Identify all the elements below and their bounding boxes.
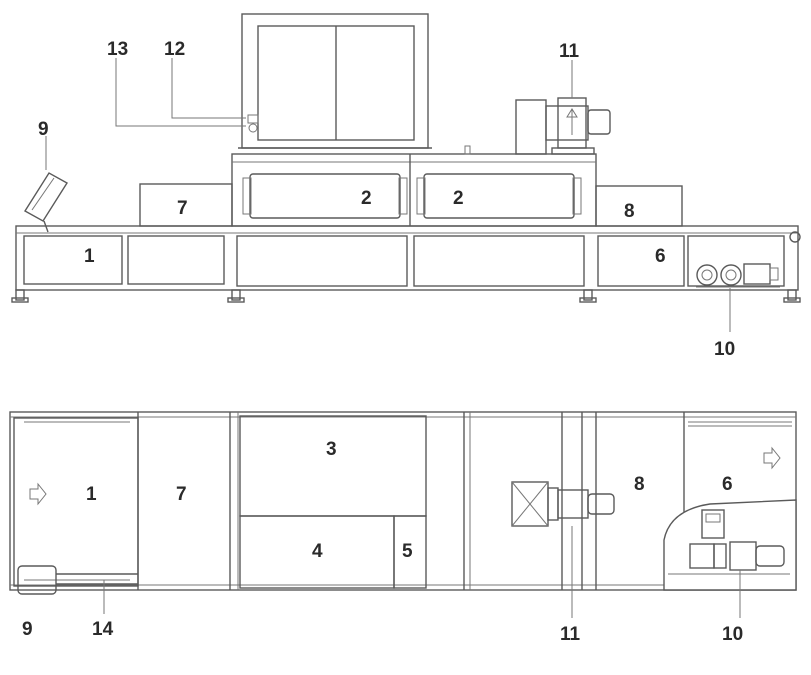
drive-gearbox <box>701 509 725 539</box>
label-9-plan: 9 <box>22 619 33 640</box>
label-1-side: 1 <box>84 246 95 267</box>
fan-motor-plan <box>587 493 615 515</box>
lamp-unit-2a-endcap-left <box>242 177 252 215</box>
plan-view: 1 3 4 5 6 7 8 9 10 11 14 <box>9 411 797 645</box>
pulley-left-hub <box>701 269 713 281</box>
feeder-hopper <box>24 172 68 222</box>
leg-1 <box>15 289 25 301</box>
flow-arrow-in-icon <box>29 482 47 506</box>
label-2b-side: 2 <box>453 188 464 209</box>
drive-motor-end <box>769 267 779 281</box>
leg-4 <box>787 289 797 301</box>
leader-13 <box>115 58 246 127</box>
leg-foot-2 <box>227 297 245 303</box>
label-10-side: 10 <box>714 339 735 360</box>
cover-8 <box>595 185 683 227</box>
leg-foot-3 <box>579 297 597 303</box>
chamber-post <box>464 145 471 155</box>
panel-feed-section <box>23 235 123 285</box>
panel-exit-section <box>597 235 685 287</box>
label-3-plan: 3 <box>326 439 337 460</box>
label-6-side: 6 <box>655 246 666 267</box>
flow-arrow-out-icon <box>763 446 781 470</box>
label-8-side: 8 <box>624 201 635 222</box>
chamber-frame <box>231 153 597 227</box>
fan-housing <box>515 99 547 155</box>
label-1-plan: 1 <box>86 484 97 505</box>
feeder-plan <box>17 565 57 595</box>
label-9-side: 9 <box>38 119 49 140</box>
drive-gearbox-top <box>705 513 721 523</box>
leg-foot-1 <box>11 297 29 303</box>
leg-2 <box>231 289 241 301</box>
pulley-left <box>696 264 718 286</box>
feed-belt-section <box>13 417 139 587</box>
lamp-box-3 <box>239 415 427 517</box>
fan-flange <box>547 487 559 521</box>
fan-arrow-head <box>566 108 578 118</box>
label-5-plan: 5 <box>402 541 413 562</box>
control-cabinet <box>241 13 429 149</box>
fan-body <box>545 105 589 141</box>
leg-3 <box>583 289 593 301</box>
panel-pre-section <box>127 235 225 285</box>
label-10-plan: 10 <box>722 624 743 645</box>
feeder-stand <box>43 220 49 233</box>
drive-motor-end-plan <box>755 545 785 567</box>
module-5 <box>393 515 427 589</box>
indicator-12 <box>247 114 259 124</box>
end-roller <box>789 231 801 243</box>
leader-12 <box>171 58 246 119</box>
pulley-right-hub <box>725 269 737 281</box>
label-11-plan: 11 <box>560 624 581 645</box>
label-2a-side: 2 <box>361 188 372 209</box>
side-view: 1 2 2 6 7 8 9 10 11 12 13 <box>11 13 801 360</box>
drive-coupling <box>713 543 727 569</box>
pulley-right <box>720 264 742 286</box>
lamp-unit-2b-endcap-left <box>416 177 426 215</box>
fan-mount-plate <box>551 147 595 155</box>
fan-motor <box>587 109 611 135</box>
feeder-hopper-inner <box>31 177 55 211</box>
label-7-plan: 7 <box>176 484 187 505</box>
lamp-unit-2b <box>423 173 575 219</box>
panel-chamber-right <box>413 235 585 287</box>
lamp-unit-2b-endcap-right <box>572 177 582 215</box>
label-6-plan: 6 <box>722 474 733 495</box>
label-7-side: 7 <box>177 198 188 219</box>
panel-drive-section <box>687 235 785 287</box>
lamp-unit-2a <box>249 173 401 219</box>
label-12-side: 12 <box>164 39 185 60</box>
label-8-plan: 8 <box>634 474 645 495</box>
lamp-unit-2a-endcap-right <box>398 177 408 215</box>
switch-13 <box>248 123 258 133</box>
label-14-plan: 14 <box>92 619 114 640</box>
panel-chamber-left <box>236 235 408 287</box>
label-4-plan: 4 <box>312 541 323 562</box>
label-11-side: 11 <box>559 41 580 62</box>
fan-box-cross-b <box>511 481 549 527</box>
drive-motor <box>743 263 771 285</box>
label-13-side: 13 <box>107 39 128 60</box>
leg-foot-4 <box>783 297 801 303</box>
